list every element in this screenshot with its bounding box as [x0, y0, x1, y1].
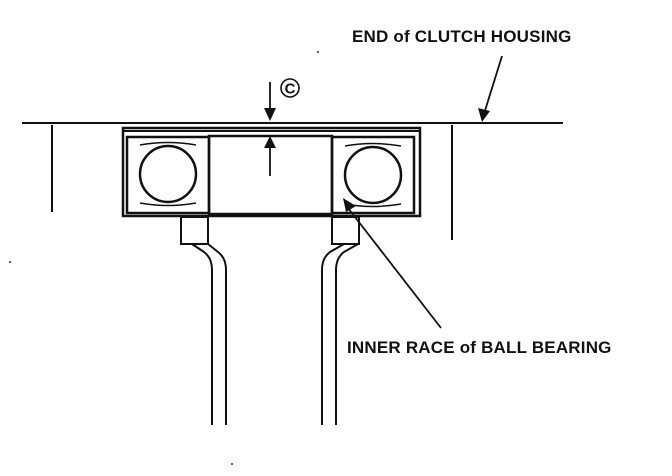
inner-race [207, 134, 334, 216]
right-ball [343, 145, 403, 205]
clearance-dimension: C [264, 78, 300, 176]
ball-bearing [121, 126, 422, 218]
clutch-housing-label: END of CLUTCH HOUSING [352, 27, 572, 46]
inner-race-label: INNER RACE of BALL BEARING [347, 338, 612, 357]
shaft-arms [180, 216, 360, 425]
clearance-c-circle [280, 78, 300, 98]
clutch-housing-leader [478, 55, 503, 122]
clutch-housing-surface [22, 122, 563, 240]
clearance-c-label: C [285, 81, 296, 98]
inner-race-leader [343, 198, 442, 329]
left-ball [138, 144, 198, 204]
scan-specks [9, 51, 319, 465]
